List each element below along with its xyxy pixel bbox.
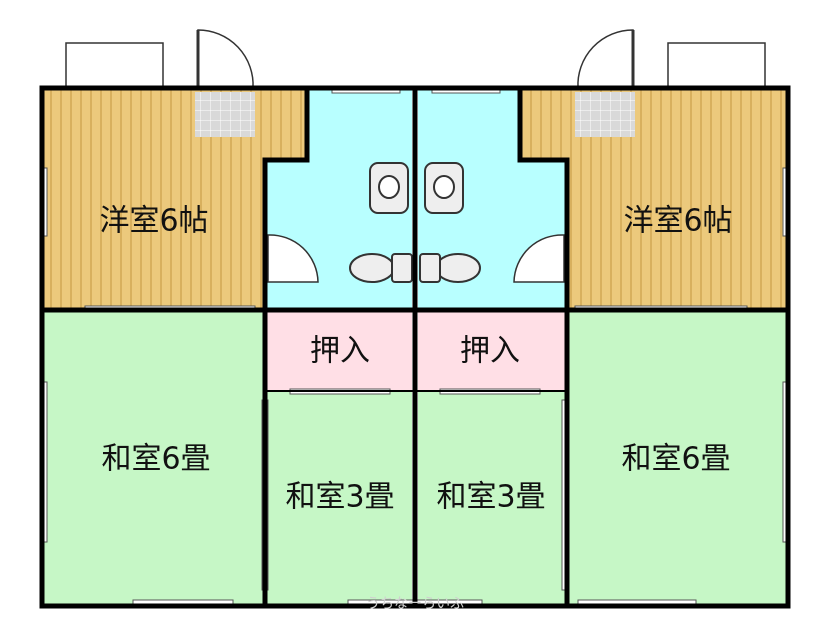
- west-closet-label: 押入: [310, 334, 370, 369]
- west-japanese-large-label: 和室6畳: [101, 442, 210, 477]
- west-entry-door-swing: [197, 29, 254, 89]
- west-closet-floor: [265, 312, 412, 390]
- west-western-room-floor: [44, 90, 307, 308]
- east-western-room-label: 洋室6帖: [623, 204, 732, 239]
- door-swing-icon: [267, 234, 565, 283]
- west-entry-tile: [195, 92, 255, 137]
- east-entry-door-swing: [577, 29, 634, 89]
- east-balcony: [667, 42, 766, 89]
- toilet-icon: [349, 253, 481, 283]
- west-western-room-label: 洋室6帖: [99, 204, 208, 239]
- walls: [39, 85, 791, 609]
- west-japanese-small-label: 和室3畳: [285, 480, 394, 515]
- east-entry-tile: [575, 92, 635, 137]
- east-japanese-large-floor: [569, 312, 786, 604]
- sink-icon: [369, 162, 464, 214]
- east-japanese-large-label: 和室6畳: [621, 442, 730, 477]
- east-toilet-door-swing: [513, 234, 565, 283]
- watermark: うちなーらいふ: [366, 596, 464, 612]
- west-japanese-small-floor: [265, 392, 412, 604]
- east-closet-floor: [418, 312, 567, 390]
- west-japanese-large-floor: [44, 312, 263, 604]
- east-japanese-small-label: 和室3畳: [436, 480, 545, 515]
- door-swing-icon: [196, 29, 635, 89]
- east-western-room-floor: [520, 90, 786, 308]
- west-balcony: [65, 42, 164, 89]
- east-japanese-small-floor: [418, 392, 567, 604]
- east-closet-label: 押入: [460, 334, 520, 369]
- balcony-icon: [65, 42, 766, 89]
- west-toilet-door-swing: [267, 234, 319, 283]
